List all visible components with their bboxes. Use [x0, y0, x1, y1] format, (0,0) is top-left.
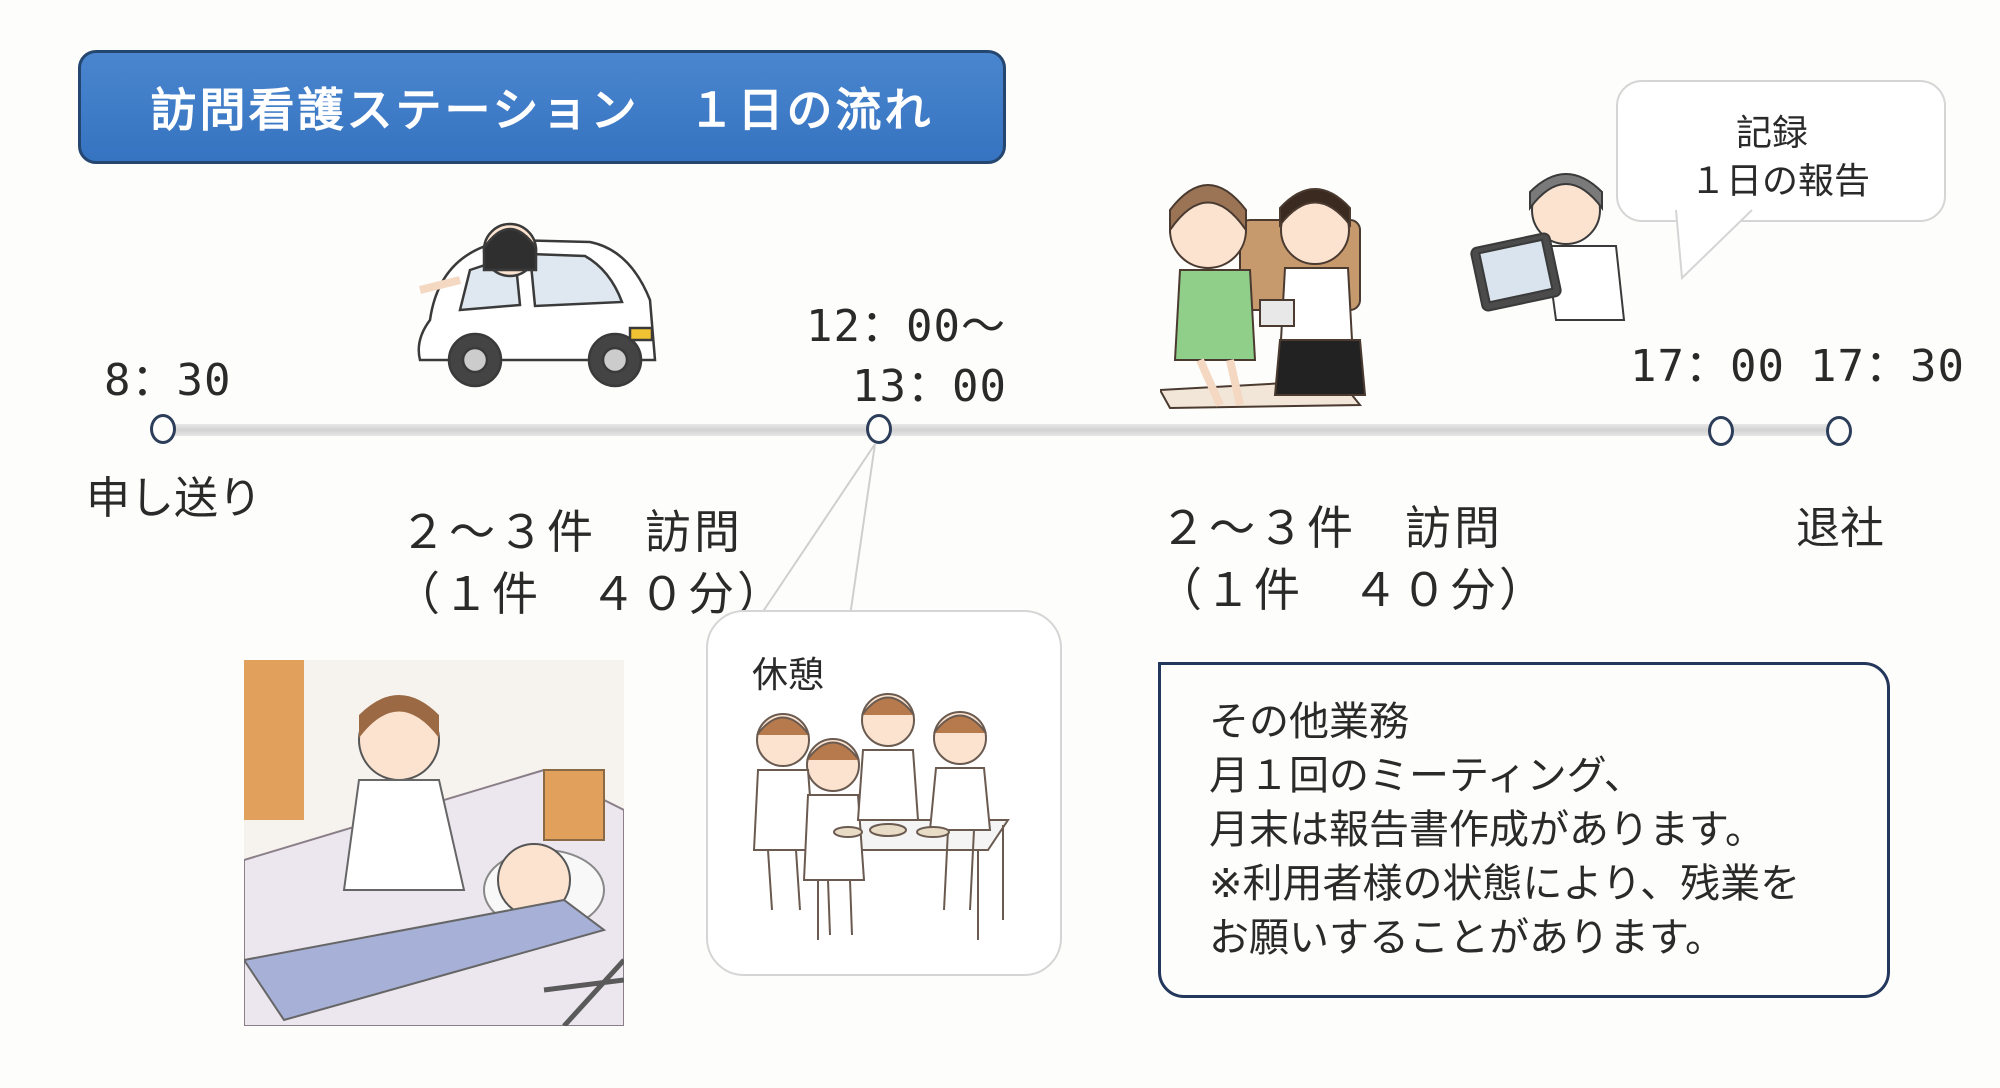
- page-title: 訪問看護ステーション １日の流れ: [150, 83, 934, 137]
- timeline-dot-end: [1826, 416, 1852, 446]
- other-tasks-heading: その他業務: [1209, 699, 1409, 745]
- other-tasks-line: 月１回のミーティング、: [1209, 753, 1644, 799]
- report-bubble-tail: [1675, 209, 1753, 281]
- timeline-dot-start: [150, 414, 176, 444]
- morning-visits-count: ２～３件 訪問: [400, 505, 743, 559]
- timeline-dot-lunch: [866, 414, 892, 444]
- lunch-bubble-tail: [759, 443, 876, 617]
- time-report: 17：00: [1630, 341, 1785, 392]
- tablet-illustration: [1470, 173, 1626, 321]
- home-visit-illustration: [1160, 184, 1367, 410]
- title-banner: 訪問看護ステーション １日の流れ: [78, 50, 1006, 164]
- other-tasks-box: その他業務 月１回のミーティング、 月末は報告書作成があります。 ※利用者様の状…: [1158, 662, 1890, 998]
- afternoon-visits-count: ２～３件 訪問: [1160, 501, 1503, 555]
- other-tasks-line: お願いすることがあります。: [1209, 915, 1725, 961]
- time-lunch-to: 13：00: [852, 361, 1007, 412]
- other-tasks-line: 月末は報告書作成があります。: [1209, 807, 1765, 853]
- label-handover: 申し送り: [86, 473, 262, 524]
- label-daily-report: １日の報告: [1690, 161, 1871, 202]
- bed-care-illustration: [244, 660, 624, 1026]
- time-end: 17：30: [1810, 341, 1965, 392]
- other-tasks-line: ※利用者様の状態により、残業を: [1209, 861, 1801, 907]
- timeline-line: [158, 424, 1838, 436]
- label-records: 記録: [1736, 113, 1809, 154]
- label-break: 休憩: [752, 655, 825, 696]
- afternoon-visits-duration: （１件 ４０分）: [1156, 563, 1548, 617]
- time-lunch-from: 12：00～: [806, 301, 1006, 352]
- report-bubble: [1616, 80, 1946, 222]
- label-leave-work: 退社: [1796, 503, 1884, 554]
- lunch-illustration: [752, 693, 1010, 940]
- time-start: 8：30: [104, 355, 232, 406]
- car-illustration: [417, 222, 657, 388]
- timeline-dot-report: [1708, 416, 1734, 446]
